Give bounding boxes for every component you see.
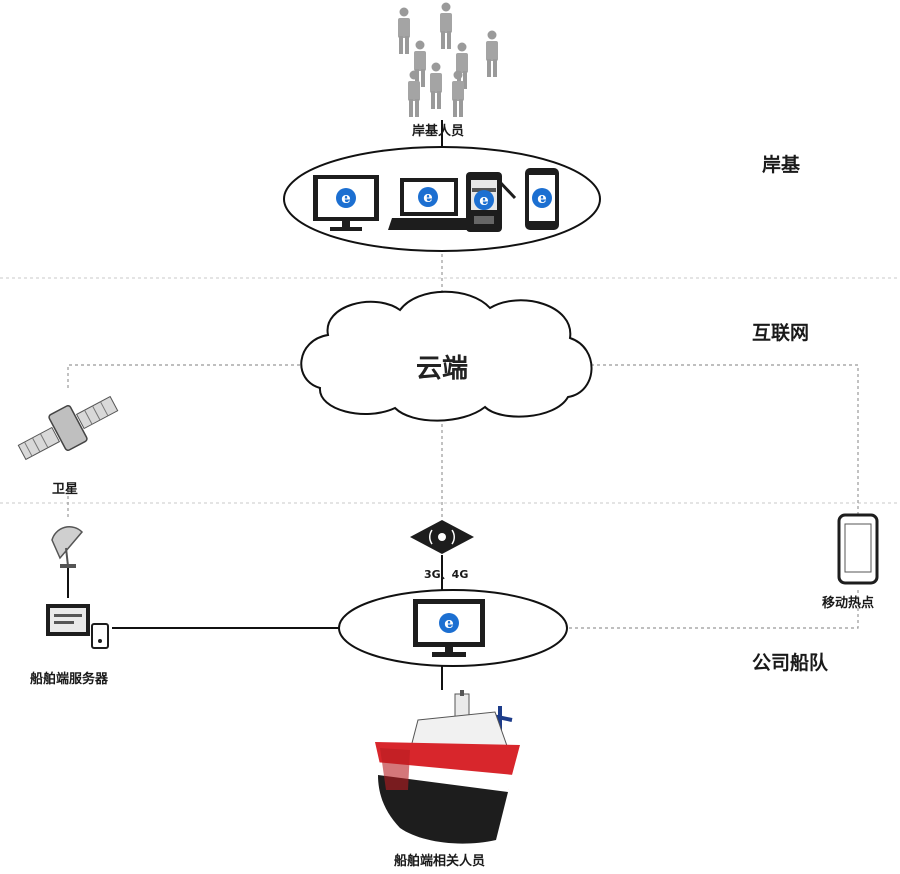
- ship-server-label: 船舶端服务器: [30, 672, 109, 687]
- ship-staff-label: 船舶端相关人员: [394, 854, 486, 869]
- fleet-monitor-browser-icon: [413, 599, 485, 657]
- zone-separators: [0, 277, 900, 504]
- mobile-phone-icon: [837, 513, 879, 585]
- network-label: 3G、4G: [424, 568, 469, 581]
- cloud-label: 云端: [416, 354, 469, 384]
- satellite-icon: [17, 395, 119, 461]
- satellite-dish-icon: [51, 526, 84, 568]
- zone-label-shore: 岸基: [762, 154, 801, 176]
- server-icon: [46, 604, 109, 649]
- satellite-label: 卫星: [52, 482, 79, 497]
- cloud-shape: [300, 290, 593, 422]
- ship-icon: [375, 690, 520, 844]
- people-group-icon: [398, 2, 498, 117]
- zone-label-internet: 互联网: [752, 322, 810, 344]
- smartphone-browser-icon: [525, 168, 559, 230]
- hotspot-to-fleet-line: [568, 590, 859, 629]
- shore-staff-label: 岸基人员: [412, 124, 465, 139]
- monitor-browser-icon: [313, 175, 379, 231]
- connections: [67, 120, 859, 690]
- hotspot-label: 移动热点: [822, 596, 875, 611]
- zone-label-fleet: 公司船队: [752, 652, 829, 674]
- laptop-browser-icon: [388, 178, 470, 230]
- cell-tower-icon: [410, 520, 474, 554]
- cloud-to-satellite-line: [67, 364, 300, 388]
- cloud-to-hotspot-line: [585, 364, 859, 515]
- pda-device-icon: [466, 172, 517, 232]
